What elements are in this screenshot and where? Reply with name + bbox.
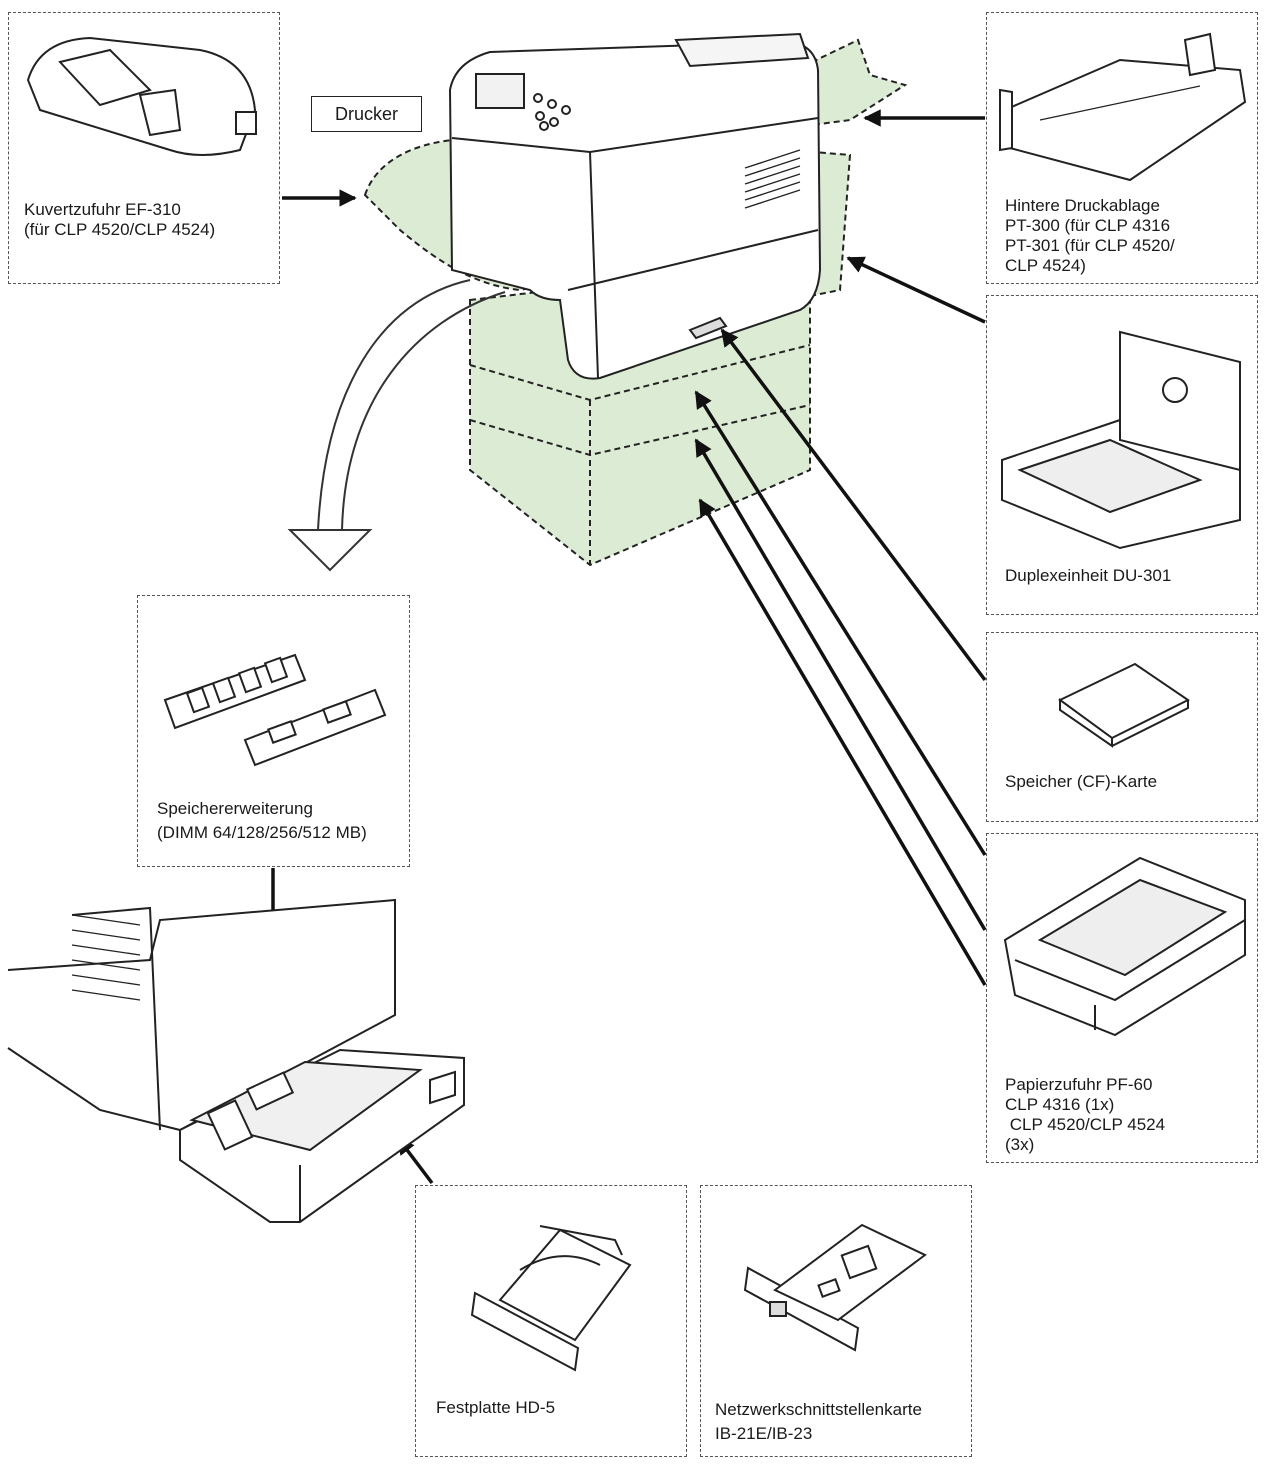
cf-card-label: Speicher (CF)-Karte [1005, 772, 1158, 791]
printer-label: Drucker [311, 96, 422, 132]
printer-icon [448, 32, 822, 380]
memory-box [137, 595, 410, 867]
memory-card-icon [1058, 662, 1190, 748]
network-box [700, 1185, 972, 1457]
cf-card-box [986, 632, 1258, 822]
paper-feeder-icon [1003, 856, 1246, 1037]
rear-tray-box [986, 12, 1258, 284]
controller-slot-illustration [7, 898, 465, 1223]
duplex-label: Duplexeinheit DU-301 [1005, 566, 1172, 585]
rear-tray-label: Hintere Druckablage PT-300 (für CLP 4316… [1005, 196, 1175, 275]
paper-feeder-box [986, 833, 1258, 1163]
rear-tray-icon [998, 32, 1247, 182]
envelope-feeder-box [8, 12, 280, 284]
internal-options-arrow [287, 279, 506, 572]
hdd-label: Festplatte HD-5 [436, 1398, 556, 1417]
duplex-box [986, 295, 1258, 615]
network-label: Netzwerkschnittstellenkarte IB-21E/IB-23 [715, 1400, 922, 1443]
memory-label: Speichererweiterung (DIMM 64/128/256/512… [157, 799, 367, 842]
hard-disk-icon [470, 1225, 632, 1372]
rear-tray-outline [811, 38, 908, 127]
network-card-icon [743, 1223, 927, 1352]
duplex-unit-icon [1001, 330, 1241, 550]
envelope-feeder-icon [26, 36, 257, 156]
dimm-icon [163, 653, 387, 767]
hdd-box [415, 1185, 687, 1457]
envelope-feeder-label: Kuvertzufuhr EF-310 (für CLP 4520/CLP 45… [24, 200, 216, 239]
paper-feeder-label: Papierzufuhr PF-60 CLP 4316 (1x) CLP 452… [1005, 1075, 1166, 1154]
